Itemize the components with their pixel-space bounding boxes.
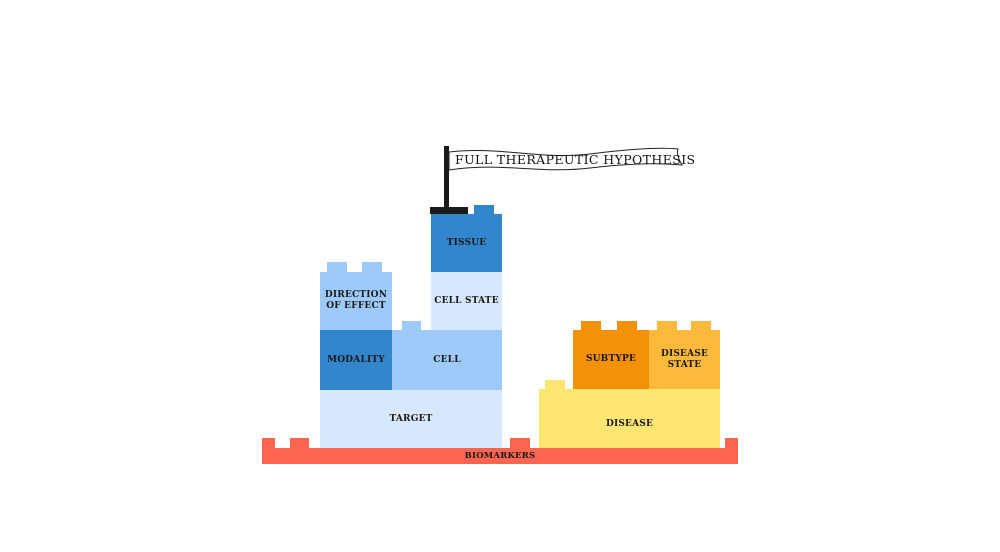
flagpole-base bbox=[430, 207, 468, 214]
direction-of-effect-stud bbox=[327, 262, 347, 272]
target-block: TARGET bbox=[320, 390, 502, 448]
subtype-stud bbox=[581, 321, 601, 331]
flagpole bbox=[444, 146, 449, 210]
disease-state-stud bbox=[691, 321, 711, 331]
disease-state-stud bbox=[657, 321, 677, 331]
flag-title: FULL THERAPEUTIC HYPOTHESIS bbox=[455, 152, 696, 167]
target-label: TARGET bbox=[389, 413, 433, 424]
disease-block: DISEASE bbox=[539, 389, 720, 448]
cell-label: CELL bbox=[433, 354, 461, 365]
biomarkers-stud bbox=[290, 438, 309, 448]
direction-of-effect-block: DIRECTION OF EFFECT bbox=[320, 272, 392, 330]
tissue-stud bbox=[474, 205, 494, 215]
biomarkers-stud bbox=[510, 438, 530, 448]
modality-label: MODALITY bbox=[327, 354, 385, 365]
biomarkers-stud bbox=[262, 438, 275, 448]
direction-of-effect-label: DIRECTION OF EFFECT bbox=[324, 290, 388, 311]
disease-state-label: DISEASE STATE bbox=[660, 348, 709, 370]
biomarkers-block: BIOMARKERS bbox=[262, 448, 738, 464]
cell-stud bbox=[402, 321, 421, 331]
disease-label: DISEASE bbox=[605, 419, 654, 429]
biomarkers-label: BIOMARKERS bbox=[464, 450, 536, 461]
tissue-block: TISSUE bbox=[431, 214, 502, 272]
direction-of-effect-stud bbox=[362, 262, 382, 272]
subtype-label: SUBTYPE bbox=[585, 354, 637, 364]
tissue-label: TISSUE bbox=[446, 237, 487, 248]
modality-block: MODALITY bbox=[320, 330, 392, 390]
disease-stud bbox=[545, 380, 565, 390]
biomarkers-stud bbox=[725, 438, 738, 448]
cell-state-label: CELL STATE bbox=[434, 295, 499, 306]
cell-state-block: CELL STATE bbox=[431, 272, 502, 330]
disease-state-block: DISEASE STATE bbox=[649, 330, 720, 389]
subtype-stud bbox=[617, 321, 637, 331]
subtype-block: SUBTYPE bbox=[573, 330, 649, 389]
cell-block: CELL bbox=[392, 330, 502, 390]
flag-banner bbox=[448, 147, 683, 171]
